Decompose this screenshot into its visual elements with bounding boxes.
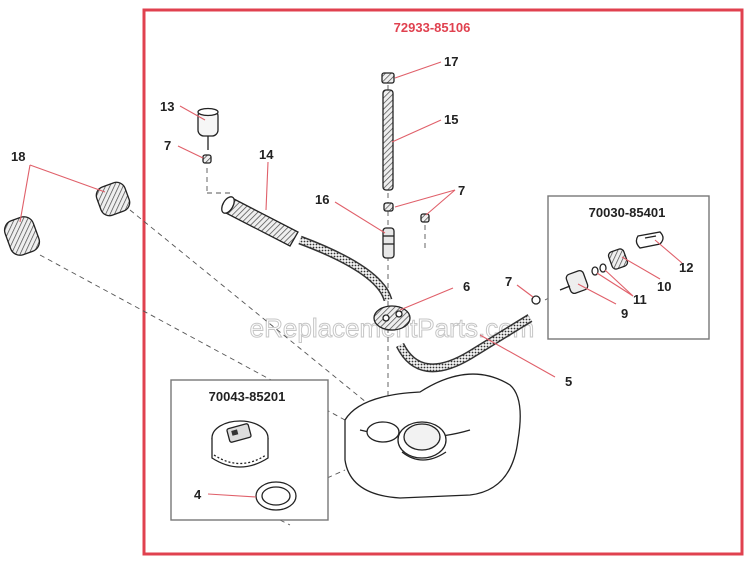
grommet-6[interactable] [373,305,411,331]
callout-12: 12 [679,260,693,275]
callout-14: 14 [259,147,274,162]
callout-5: 5 [565,374,572,389]
fitting-10[interactable] [607,248,629,270]
vent-tube-15[interactable] [382,89,394,191]
callout-7-upper: 7 [458,183,465,198]
fuel-line-14[interactable] [219,195,299,247]
fitting-9[interactable] [559,270,589,295]
vent-valve-16[interactable] [382,227,395,259]
callout-7-left: 7 [164,138,171,153]
callout-7-fitting: 7 [505,274,512,289]
grommet-7-right[interactable] [420,213,430,223]
leader-lines [19,61,683,498]
grommet-7-left[interactable] [202,154,212,164]
o-rings-11[interactable] [591,263,607,276]
callout-17: 17 [444,54,458,69]
filter-13[interactable] [197,107,219,151]
callout-18: 18 [11,149,25,164]
grommet-7-upper[interactable] [383,202,394,212]
fitting-kit-box: 70030-85401 [547,195,710,340]
callout-9: 9 [621,306,628,321]
fuel-cap-kit-part-number[interactable]: 70043-85201 [209,389,286,404]
callout-6: 6 [463,279,470,294]
fuel-tank[interactable] [344,373,521,499]
assembly-part-number[interactable]: 72933-85106 [394,20,471,35]
fuel-cap[interactable] [211,420,269,468]
callout-16: 16 [315,192,329,207]
fuel-line-5[interactable] [395,314,533,373]
fitting-kit-part-number[interactable]: 70030-85401 [589,205,666,220]
cap-gasket-4[interactable] [255,481,297,511]
grommet-7-fitting[interactable] [531,295,541,305]
callout-10: 10 [657,279,671,294]
callout-15: 15 [444,112,458,127]
cap-17[interactable] [381,72,395,84]
callout-13: 13 [160,99,174,114]
callout-11: 11 [633,292,647,307]
assembly-frame [142,8,744,556]
callout-4: 4 [194,487,202,502]
fuel-filter-18[interactable] [2,180,132,258]
fuel-line-curved [298,235,393,302]
